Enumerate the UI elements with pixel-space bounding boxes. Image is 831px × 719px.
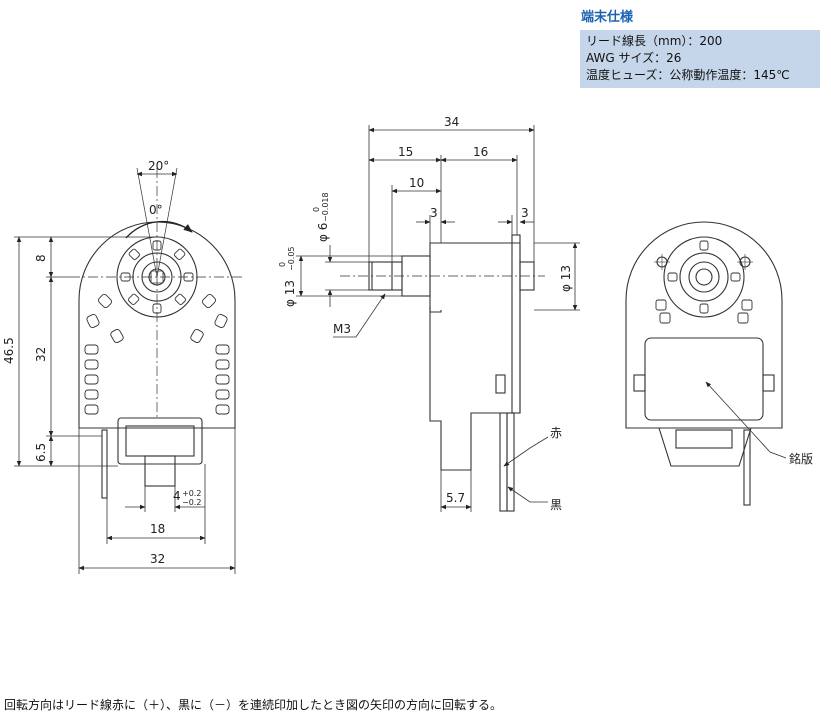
label-dim-8: 8 <box>34 254 48 262</box>
label-lead-red: 赤 <box>550 426 562 440</box>
back-ring-outer <box>663 236 745 318</box>
front-view <box>70 167 244 499</box>
side-lead-red <box>499 412 508 512</box>
label-phi13-left: φ 13 <box>283 280 297 307</box>
label-tol-4-dn: −0.2 <box>182 498 201 507</box>
label-m3: M3 <box>333 322 351 336</box>
rotation-arrow <box>125 220 193 239</box>
label-phi13-right: φ 13 <box>559 265 573 292</box>
front-ring-slots <box>120 240 194 314</box>
label-dim-3b: 3 <box>521 206 529 220</box>
back-housing-outline <box>625 221 783 429</box>
side-dimensions <box>296 125 580 512</box>
front-lead-left <box>101 429 108 499</box>
label-dim-5-7: 5.7 <box>446 491 465 505</box>
spec-box: リード線長（mm）：200 AWG サイズ：26 温度ヒューズ：公称動作温度：1… <box>580 30 820 88</box>
label-tol-4-up: +0.2 <box>182 489 201 498</box>
back-view <box>625 221 787 506</box>
label-dim-32h: 32 <box>150 552 165 566</box>
side-connector-tab <box>495 374 506 394</box>
side-rear-flange <box>511 234 521 414</box>
label-phi13-left-tol-up: 0 <box>278 262 287 267</box>
label-phi6-tol-up: 0 <box>312 207 321 212</box>
back-lead <box>743 429 751 506</box>
back-connector <box>658 427 752 467</box>
back-side-tab-left <box>633 374 646 392</box>
label-dim-16: 16 <box>473 145 488 159</box>
back-nameplate-plate <box>644 337 764 421</box>
label-dim-18: 18 <box>150 522 165 536</box>
rotation-note: 回転方向はリード線赤に（＋）、黒に（－）を連続印加したとき図の矢印の方向に回転す… <box>4 698 503 712</box>
label-nameplate: 銘版 <box>789 451 813 466</box>
label-dim-34: 34 <box>444 115 459 129</box>
label-dim-4: 4 <box>173 489 181 503</box>
nameplate-leader <box>705 381 787 459</box>
label-phi6: φ 6 <box>316 223 330 242</box>
label-angle: 20° <box>148 159 169 173</box>
front-dimensions <box>14 171 236 574</box>
label-dim-10: 10 <box>409 176 424 190</box>
label-zero: 0° <box>149 203 163 217</box>
label-dim-3a: 3 <box>430 206 438 220</box>
label-lead-black: 黒 <box>550 498 562 512</box>
front-dimension-labels: 20° 0° 8 32 46.5 6.5 4 +0.2 −0.2 18 32 <box>2 159 201 566</box>
spec-line-awg: AWG サイズ：26 <box>586 51 682 65</box>
label-dim-6-5: 6.5 <box>34 443 48 462</box>
side-dimension-labels: 34 15 16 10 3 3 φ 6 0 −0.018 φ 13 0 −0.0… <box>278 115 573 512</box>
label-dim-15: 15 <box>398 145 413 159</box>
side-view <box>340 234 545 512</box>
back-side-tab-right <box>762 374 775 392</box>
spec-title: 端末仕様 <box>581 10 634 25</box>
side-lead-black <box>506 412 515 512</box>
front-shaft-stub <box>144 455 176 487</box>
front-connector <box>117 417 203 465</box>
front-rib-windows <box>84 294 230 415</box>
spec-line-thermal-fuse: 温度ヒューズ：公称動作温度：145℃ <box>586 68 790 82</box>
label-dim-46-5: 46.5 <box>2 337 16 364</box>
label-dim-32v: 32 <box>34 347 48 362</box>
side-flange <box>429 306 442 313</box>
label-phi6-tol-dn: −0.018 <box>321 192 330 222</box>
label-phi13-left-tol-dn: −0.05 <box>287 246 296 271</box>
spec-line-lead-length: リード線長（mm）：200 <box>586 34 723 48</box>
